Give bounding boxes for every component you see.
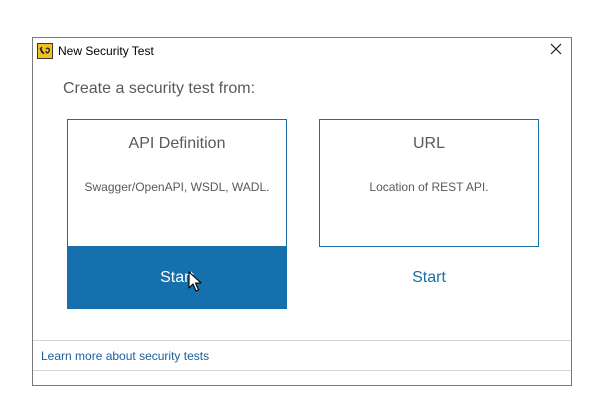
title-bar: New Security Test — [33, 38, 571, 64]
close-button[interactable] — [541, 38, 571, 64]
mouse-pointer-icon — [188, 271, 202, 293]
url-start-button[interactable]: Start — [319, 246, 539, 309]
close-icon — [550, 42, 562, 60]
window-title: New Security Test — [58, 44, 154, 58]
dialog-heading: Create a security test from: — [63, 80, 256, 97]
api-definition-start-button[interactable]: Start — [67, 246, 287, 309]
card-title: API Definition — [128, 135, 226, 152]
card-description: Location of REST API. — [369, 180, 489, 194]
url-card: URL Location of REST API. Start — [319, 119, 539, 309]
card-title: URL — [412, 135, 445, 152]
api-definition-card: API Definition Swagger/OpenAPI, WSDL, WA… — [67, 119, 287, 309]
card-description: Swagger/OpenAPI, WSDL, WADL. — [84, 180, 270, 194]
learn-more-link[interactable]: Learn more about security tests — [41, 349, 210, 363]
soapui-logo-icon — [37, 43, 53, 59]
new-security-test-dialog: New Security Test Create a security test… — [32, 37, 572, 386]
footer-divider — [33, 340, 571, 341]
footer-bottom-divider — [33, 370, 571, 371]
